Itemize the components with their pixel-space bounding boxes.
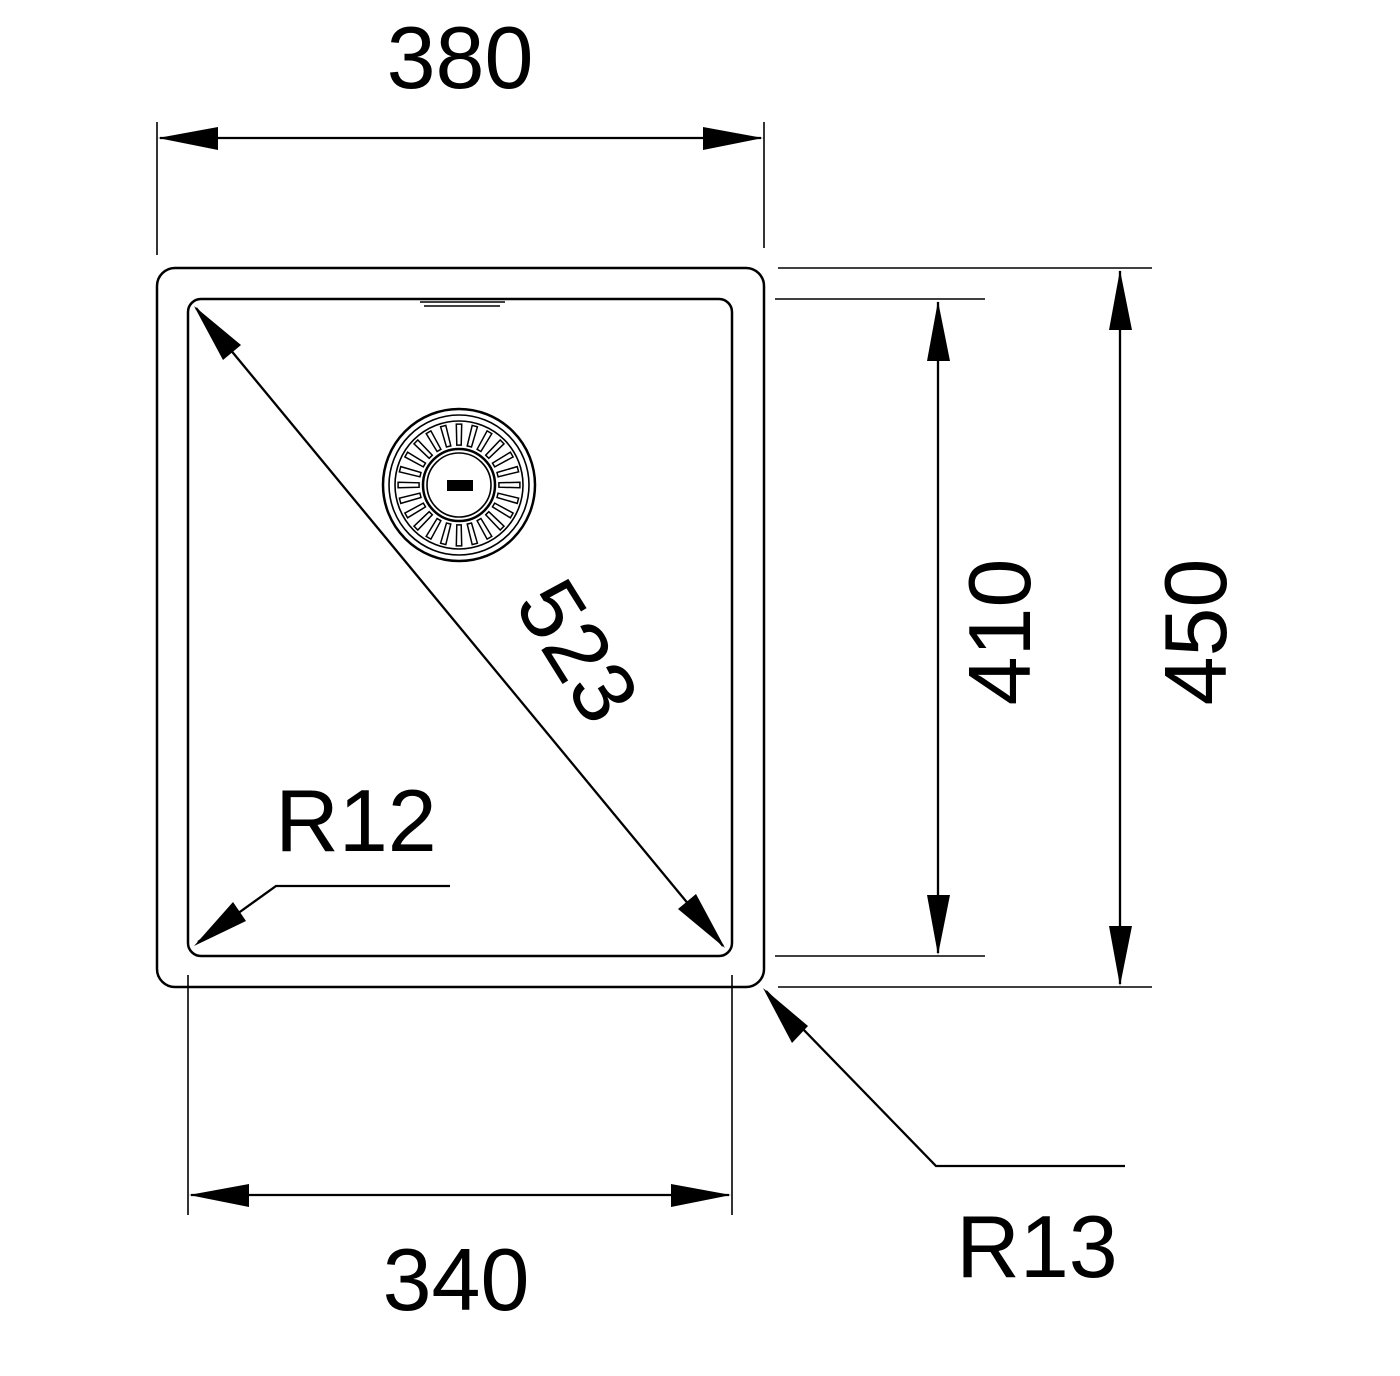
drain-slot (403, 502, 427, 519)
drain-slot (491, 451, 515, 468)
label-diagonal: 523 (497, 562, 659, 739)
drain-slot (412, 510, 434, 532)
drain-slot (398, 465, 422, 478)
drain-slot (466, 424, 479, 448)
dimension-top-width: 380 (156, 8, 765, 255)
dimension-outer-height: 450 (778, 267, 1245, 988)
dimension-outer-radius: R13 (763, 988, 1125, 1296)
drain-slot (455, 524, 463, 547)
drain-slot (496, 465, 520, 478)
label-top-width: 380 (387, 8, 534, 107)
drain-slot (455, 423, 463, 446)
drain-slot (403, 451, 427, 468)
drain-slot (425, 517, 442, 541)
dimension-bottom-width: 340 (187, 975, 733, 1329)
drain-slot (498, 481, 521, 489)
drain-slot (476, 517, 493, 541)
drain-slot (466, 522, 479, 546)
label-bottom-width: 340 (383, 1230, 530, 1329)
dimension-inner-height: 410 (775, 298, 1049, 957)
sink-outline (155, 266, 766, 989)
drain-slot (484, 438, 506, 460)
drain-slot (412, 438, 434, 460)
drain-strainer-icon (381, 407, 537, 563)
drain-slot (439, 522, 452, 546)
drain-slot (496, 492, 520, 505)
sink-outer-rim (155, 266, 766, 989)
drain-plug-handle (447, 480, 473, 491)
label-outer-radius: R13 (956, 1197, 1117, 1296)
drain-slot (439, 424, 452, 448)
drain-slot (484, 510, 506, 532)
drain-slot (476, 429, 493, 453)
drain-slot (425, 429, 442, 453)
label-outer-height: 450 (1146, 559, 1245, 706)
label-inner-radius: R12 (275, 771, 436, 870)
drain-slot (491, 502, 515, 519)
sink-inner-bowl (186, 297, 734, 958)
drain-slot (398, 492, 422, 505)
dimension-inner-radius: R12 (194, 771, 450, 946)
drain-slot (397, 481, 420, 489)
dimension-diagonal: 523 (194, 306, 725, 948)
label-inner-height: 410 (950, 559, 1049, 706)
